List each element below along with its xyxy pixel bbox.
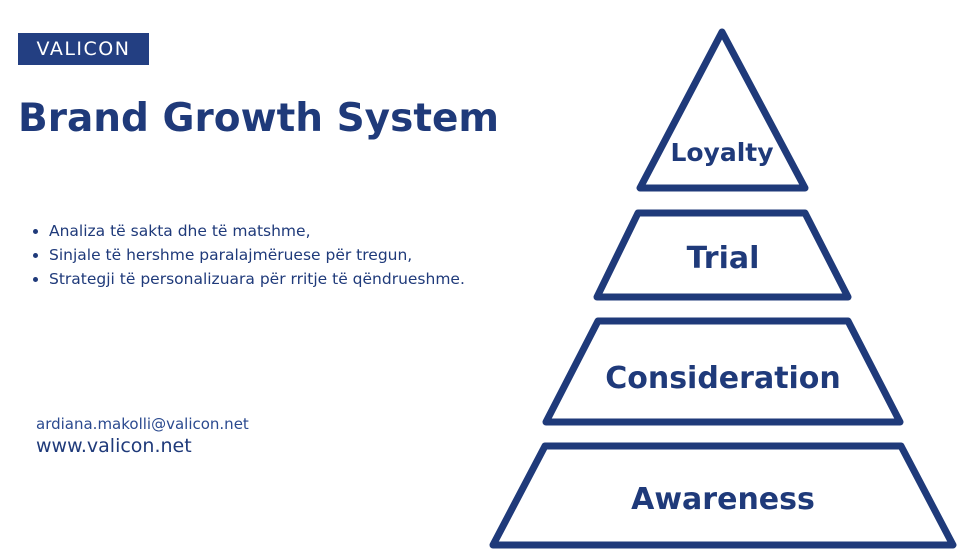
list-item-text: Analiza të sakta dhe të matshme, [49,222,311,240]
bullet-icon [33,253,38,258]
page-title: Brand Growth System [18,96,500,141]
bullet-icon [33,229,38,234]
feature-list: Analiza të sakta dhe të matshme, Sinjale… [32,219,465,291]
list-item: Sinjale të hershme paralajmëruese për tr… [32,243,465,267]
logo-text: VALICON [36,38,131,60]
pyramid-level-awareness-shape [489,442,957,549]
pyramid-level-trial-label: Trial [687,241,760,276]
list-item-text: Strategji të personalizuara për rritje t… [49,270,465,288]
pyramid-level-loyalty-label: Loyalty [670,138,773,167]
pyramid-level-trial-shape [593,209,852,301]
pyramid-level-awareness-label: Awareness [631,482,815,517]
valicon-logo: VALICON [18,33,149,65]
pyramid-level-loyalty-shape [636,28,809,192]
list-item-text: Sinjale të hershme paralajmëruese për tr… [49,246,413,264]
pyramid-level-consideration-shape [542,317,904,426]
bullet-icon [33,277,38,282]
list-item: Strategji të personalizuara për rritje t… [32,267,465,291]
contact-email[interactable]: ardiana.makolli@valicon.net [36,415,249,433]
contact-website[interactable]: www.valicon.net [36,435,192,457]
pyramid-level-consideration-label: Consideration [605,361,841,396]
list-item: Analiza të sakta dhe të matshme, [32,219,465,243]
